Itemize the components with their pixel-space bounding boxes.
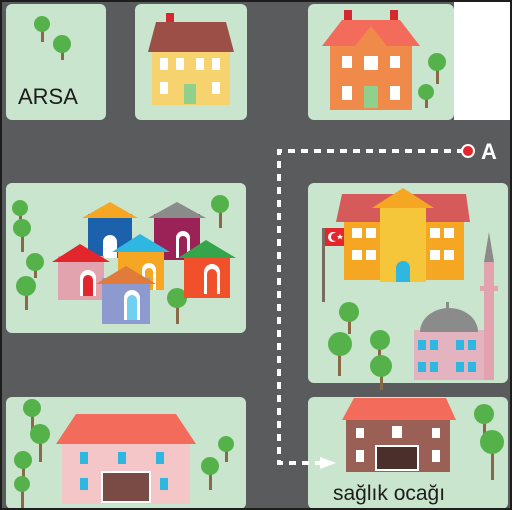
school-building — [322, 188, 470, 302]
tree — [370, 355, 392, 390]
trees — [12, 16, 504, 508]
red-dot-icon — [461, 144, 475, 158]
house-bottom-left — [56, 414, 196, 504]
tree — [30, 424, 50, 462]
house-pink — [52, 244, 110, 300]
tree — [201, 457, 219, 490]
turkish-flag-icon — [322, 228, 349, 302]
tree — [218, 436, 234, 462]
tree — [14, 451, 32, 484]
tree — [14, 476, 30, 508]
saglik-ocagi-label: sağlık ocağı — [333, 482, 445, 505]
house-top-middle — [148, 13, 234, 105]
point-a-label: A — [481, 139, 497, 164]
north-label: K — [478, 9, 494, 34]
house-red-orange — [178, 240, 236, 298]
tree — [339, 302, 359, 334]
tree — [428, 53, 446, 84]
tree — [53, 35, 71, 60]
house-cluster — [52, 202, 236, 324]
tree — [167, 288, 187, 324]
route-arrow-icon — [320, 457, 336, 469]
north-indicator: K — [454, 0, 512, 120]
health-center-building — [342, 398, 456, 472]
mosque-building — [414, 232, 498, 380]
block-arsa — [6, 4, 106, 120]
tree — [474, 404, 494, 440]
tree — [370, 330, 390, 362]
tree — [34, 16, 50, 42]
tree — [480, 430, 504, 480]
tree — [26, 253, 44, 278]
tree — [23, 399, 41, 430]
tree — [211, 195, 229, 228]
arrow-up-icon — [477, 46, 497, 101]
arsa-label: ARSA — [18, 84, 78, 109]
tree — [16, 276, 36, 310]
tree — [13, 219, 31, 252]
route-path — [277, 149, 464, 469]
house-lavender — [96, 266, 156, 324]
tree — [418, 84, 434, 108]
tree — [328, 332, 352, 376]
house-top-right — [322, 10, 420, 110]
start-point-a: A — [461, 139, 497, 164]
